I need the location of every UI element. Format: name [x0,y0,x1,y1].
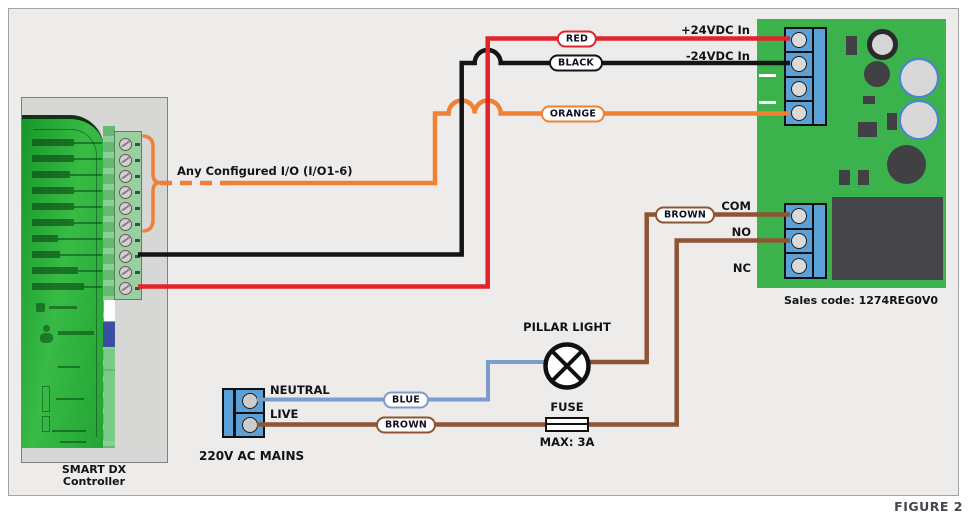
silkscreen-trace [56,398,84,400]
controller-silkscreen-row [32,251,102,259]
controller-silkscreen-row [32,235,102,243]
controller-caption-line1: SMART DX [61,463,127,476]
relay-terminal-side [812,203,827,279]
terminal-pin [241,393,258,409]
pillar-light-label: PILLAR LIGHT [523,320,611,334]
pcb-component [839,170,850,185]
resistor-icon [42,386,50,412]
relay-component [832,197,943,280]
terminal-screw [119,233,140,247]
controller-caption: SMART DX Controller [62,464,126,487]
person-icon [43,325,50,332]
capacitor-icon [899,58,939,98]
live-label: LIVE [270,407,299,421]
plus-24vdc-label: +24VDC In [681,23,750,37]
nc-label: NC [732,261,751,275]
neutral-label: NEUTRAL [270,383,330,397]
silkscreen-trace [58,366,80,368]
terminal-pin [791,104,807,121]
red-wire-label: RED [556,30,598,47]
terminal-screw [119,201,140,215]
terminal-cell-neutral [236,390,263,414]
resistor-icon [42,416,50,432]
controller-silkscreen-row [32,219,102,227]
orange-wire-label: ORANGE [540,105,606,122]
controller-silkscreen-row [32,139,102,147]
controller-side-green-block [104,371,115,441]
terminal-pin [791,56,807,73]
terminal-cell-com [786,205,812,230]
fuse-label: FUSE [550,400,584,414]
terminal-pin [791,208,807,225]
terminal-pin [241,417,258,433]
terminal-screw [119,185,140,199]
terminal-screw [119,281,140,295]
brown-wire-label-top: BROWN [654,206,716,223]
blue-wire-label: BLUE [383,391,429,408]
controller-silkscreen-row [32,187,102,195]
terminal-screw [119,137,140,151]
pcb-component [858,122,877,137]
pcb-component [858,170,869,185]
pcb-component [887,113,897,130]
pcb-round-component [864,61,890,87]
black-wire-label: BLACK [549,54,603,72]
terminal-pin [791,257,807,274]
terminal-cell-24v-minus [786,53,812,78]
terminal-cell-no [786,230,812,255]
io-annotation-label: Any Configured I/O (I/O1-6) [177,164,353,178]
pcb-white-mark [759,101,776,104]
terminal-screw [119,217,140,231]
controller-side-green-block [104,349,115,369]
fuse-icon [545,417,589,432]
pcb-round-component [887,145,926,184]
terminal-cell-live [236,414,263,436]
silkscreen-text-mark [49,306,77,309]
controller-body [22,115,104,448]
no-label: NO [731,225,751,239]
terminal-screw [119,169,140,183]
trimmer-icon [867,29,898,60]
controller-silkscreen-row [32,171,102,179]
hand-icon [36,303,45,312]
controller-caption-line2: Controller [62,474,126,488]
controller-side-white-block [104,300,115,321]
controller-terminal-strip [114,131,142,300]
controller-inner-panel [33,129,97,437]
power-terminal-block [784,27,814,126]
controller-silkscreen-row [32,267,102,275]
controller-silkscreen-row [32,283,102,291]
figure-caption: FIGURE 2 [894,499,963,514]
power-terminal-side [812,27,827,126]
silkscreen-trace [60,441,86,443]
mains-title-label: 220V AC MAINS [199,449,305,463]
terminal-cell-io [786,102,812,124]
terminal-cell-24v-plus [786,29,812,54]
person-icon [40,333,53,343]
brown-wire-label-bottom: BROWN [375,416,437,433]
silkscreen-trace [52,430,86,432]
pcb-component [863,96,875,104]
relay-terminal-block [784,203,814,279]
capacitor-icon [899,100,939,140]
terminal-screw [119,265,140,279]
controller-silkscreen-row [32,155,102,163]
terminal-cell-nc [786,254,812,277]
terminal-screw [119,153,140,167]
controller-side-blue-block [103,322,115,347]
fuse-rating-label: MAX: 3A [539,435,595,449]
mains-terminal-block [234,388,265,438]
terminal-pin [791,233,807,249]
terminal-pin [791,80,807,97]
minus-24vdc-label: -24VDC In [685,49,750,63]
sales-code-label: Sales code: 1274REG0V0 [784,294,939,307]
terminal-pin [791,32,807,49]
terminal-screw [119,249,140,263]
controller-silkscreen-row [32,203,102,211]
terminal-cell-unused [786,78,812,102]
silkscreen-text-mark [58,331,94,335]
pcb-white-mark [759,74,776,77]
com-label: COM [721,199,751,213]
pcb-component [846,36,857,55]
